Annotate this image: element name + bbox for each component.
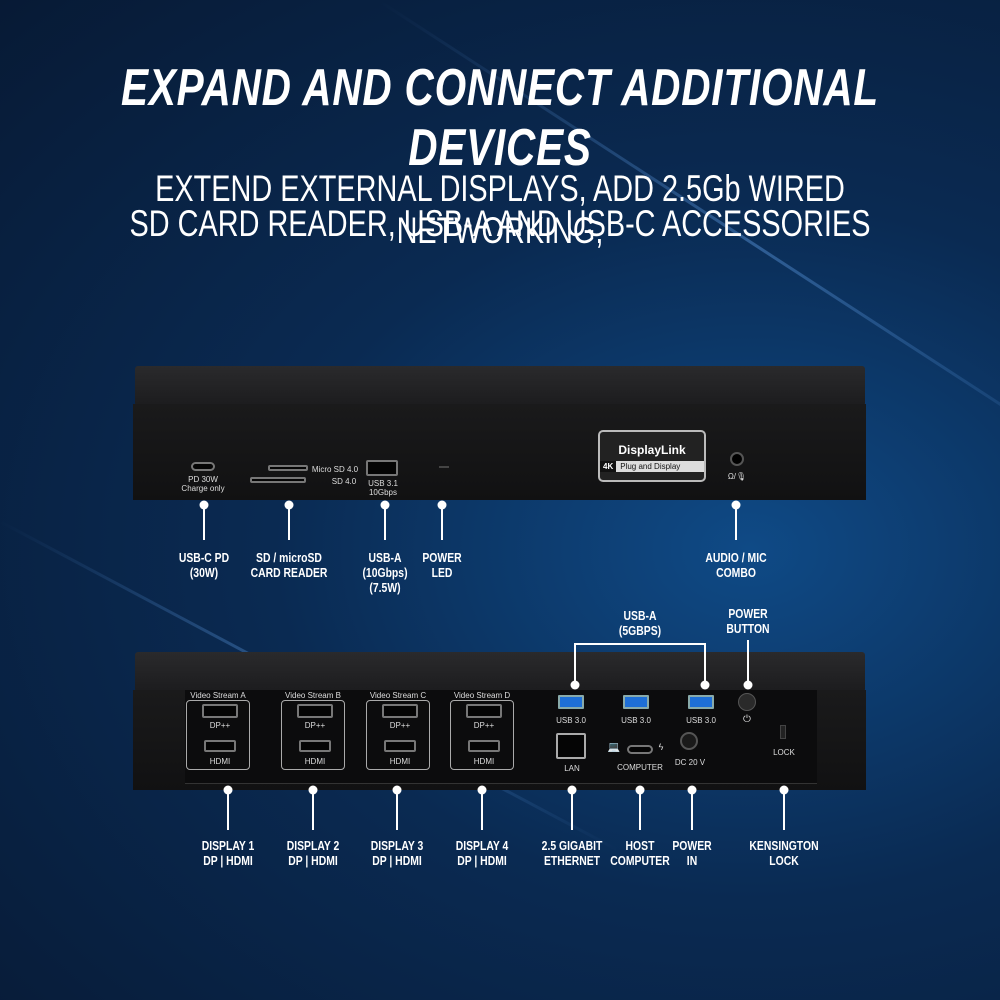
label-power-led: LED — [431, 565, 453, 580]
host-usb-c-port — [627, 745, 653, 754]
lan-port — [556, 733, 586, 759]
audio-print: Ω/🎙 — [727, 472, 747, 481]
usb3-port-3 — [688, 695, 714, 709]
video-stream-d: Video Stream D — [453, 691, 511, 700]
usba-print: USB 3.1 — [368, 479, 398, 488]
sd-slot — [250, 477, 306, 483]
label-host: HOST — [625, 838, 655, 853]
usb3-print: USB 3.0 — [686, 716, 716, 725]
label-kensington: LOCK — [769, 853, 799, 868]
label-display-4: DISPLAY 4 — [455, 838, 509, 853]
label-usba: (7.5W) — [369, 580, 401, 595]
usbc-print: PD 30W — [188, 475, 218, 484]
label-display-3: DISPLAY 3 — [370, 838, 424, 853]
label-usbc-pd: (30W) — [189, 565, 219, 580]
usb-a-port — [366, 460, 398, 476]
subheadline-2: SD CARD READER, USB-A AND USB-C ACCESSOR… — [129, 203, 871, 244]
label-display-1: DP | HDMI — [203, 853, 253, 868]
hdmi-port-4 — [468, 740, 500, 752]
usb3-port-1 — [558, 695, 584, 709]
label-host: COMPUTER — [610, 853, 670, 868]
dp-port-2 — [297, 704, 333, 718]
kensington-slot — [780, 725, 786, 739]
dp-print: DP++ — [473, 721, 495, 730]
label-display-1: DISPLAY 1 — [201, 838, 255, 853]
hdmi-port-2 — [299, 740, 331, 752]
lan-print: LAN — [564, 764, 580, 773]
label-audio: COMBO — [716, 565, 756, 580]
displaylink-name: DisplayLink — [618, 443, 686, 457]
dc-print: DC 20 V — [674, 758, 706, 767]
hdmi-port-1 — [204, 740, 236, 752]
label-kensington: KENSINGTON — [749, 838, 819, 853]
usb3-print: USB 3.0 — [556, 716, 586, 725]
label-power-in: IN — [686, 853, 698, 868]
video-stream-a: Video Stream A — [190, 691, 246, 700]
label-ethernet: 2.5 GIGABIT — [541, 838, 603, 853]
label-display-3: DP | HDMI — [372, 853, 422, 868]
usb3-port-2 — [623, 695, 649, 709]
microsd-slot — [268, 465, 308, 471]
label-usba: (10Gbps) — [362, 565, 408, 580]
label-power-button: POWER — [728, 606, 768, 621]
label-usba: USB-A — [368, 550, 402, 565]
lightning-icon: ϟ — [658, 742, 664, 752]
hdmi-port-3 — [384, 740, 416, 752]
label-usbc-pd: USB-C PD — [178, 550, 230, 565]
4k-badge: 4K — [600, 461, 617, 472]
label-power-in: POWER — [672, 838, 712, 853]
microsd-print: Micro SD 4.0 — [311, 465, 359, 474]
dp-print: DP++ — [304, 721, 326, 730]
computer-print: COMPUTER — [617, 763, 663, 772]
hdmi-print: HDMI — [389, 757, 411, 766]
hdmi-print: HDMI — [473, 757, 495, 766]
usba-print: 10Gbps — [368, 488, 398, 497]
usb3-print: USB 3.0 — [621, 716, 651, 725]
usb-c-port — [191, 462, 215, 471]
dc-jack — [680, 732, 698, 750]
label-display-2: DISPLAY 2 — [286, 838, 340, 853]
displaylink-tagline: Plug and Display — [620, 462, 681, 471]
dp-print: DP++ — [389, 721, 411, 730]
dp-print: DP++ — [209, 721, 231, 730]
hdmi-print: HDMI — [304, 757, 326, 766]
label-card-reader: CARD READER — [250, 565, 328, 580]
power-icon: ⏻ — [743, 714, 751, 725]
lock-print: LOCK — [773, 748, 795, 757]
sd-print: SD 4.0 — [331, 477, 357, 486]
power-led — [439, 466, 449, 468]
audio-jack — [730, 452, 744, 466]
label-display-2: DP | HDMI — [288, 853, 338, 868]
label-card-reader: SD / microSD — [256, 550, 322, 565]
label-power-led: POWER — [422, 550, 462, 565]
label-usb-5gbps: (5GBPS) — [618, 623, 662, 638]
power-button — [738, 693, 756, 711]
dp-port-1 — [202, 704, 238, 718]
usbc-print: Charge only — [181, 484, 225, 493]
headline: EXPAND AND CONNECT ADDITIONAL DEVICES — [121, 59, 879, 177]
video-stream-b: Video Stream B — [285, 691, 341, 700]
video-stream-c: Video Stream C — [369, 691, 427, 700]
dp-port-4 — [466, 704, 502, 718]
label-audio: AUDIO / MIC — [705, 550, 767, 565]
label-ethernet: ETHERNET — [543, 853, 601, 868]
hdmi-print: HDMI — [209, 757, 231, 766]
label-display-4: DP | HDMI — [457, 853, 507, 868]
subheadline-1: EXTEND EXTERNAL DISPLAYS, ADD 2.5Gb WIRE… — [155, 168, 845, 251]
label-power-button: BUTTON — [726, 621, 770, 636]
laptop-icon: 💻 — [607, 742, 621, 753]
dp-port-3 — [382, 704, 418, 718]
label-usb-5gbps: USB-A — [623, 608, 657, 623]
